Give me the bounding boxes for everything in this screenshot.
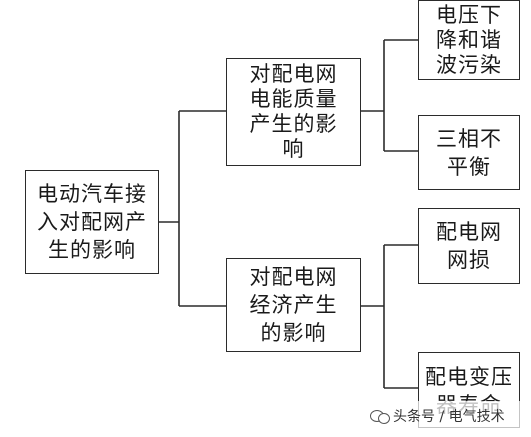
leaf-line: 三相不 <box>436 126 502 151</box>
branch-line: 产生的影 <box>249 112 338 136</box>
branch-node-power-quality: 对配电网 电能质量 产生的影 响 <box>226 58 361 166</box>
branch-line: 经济产生 <box>249 293 338 317</box>
watermark: 头条号 / 电气技术 <box>370 401 531 431</box>
root-node: 电动汽车接 入对配网产 生的影响 <box>25 170 159 274</box>
leaf-node-voltage-harmonics: 电压下 降和谐 波污染 <box>418 0 520 80</box>
branch-line: 响 <box>282 137 305 161</box>
leaf-node-three-phase-imbalance: 三相不 平衡 <box>418 115 520 190</box>
branch-line: 对配电网 <box>249 265 338 289</box>
branch-line: 对配电网 <box>249 62 338 86</box>
leaf-node-network-loss: 配电网 网损 <box>418 208 520 284</box>
leaf-line: 网损 <box>447 248 491 272</box>
leaf-line: 配电变压 <box>425 365 513 389</box>
leaf-line: 降和谐 <box>436 27 502 52</box>
watermark-text: 头条号 / 电气技术 <box>393 409 505 425</box>
root-line: 电动汽车接 <box>37 182 147 206</box>
leaf-line: 配电网 <box>436 220 502 244</box>
leaf-line: 波污染 <box>436 52 502 77</box>
wechat-icon <box>370 408 390 424</box>
branch-line: 电能质量 <box>249 87 338 111</box>
root-line: 生的影响 <box>48 238 136 262</box>
leaf-line: 平衡 <box>447 154 491 179</box>
branch-line: 的影响 <box>260 321 327 345</box>
branch-node-economy: 对配电网 经济产生 的影响 <box>226 258 361 352</box>
leaf-line: 电压下 <box>436 2 502 27</box>
root-line: 入对配网产 <box>37 210 147 234</box>
